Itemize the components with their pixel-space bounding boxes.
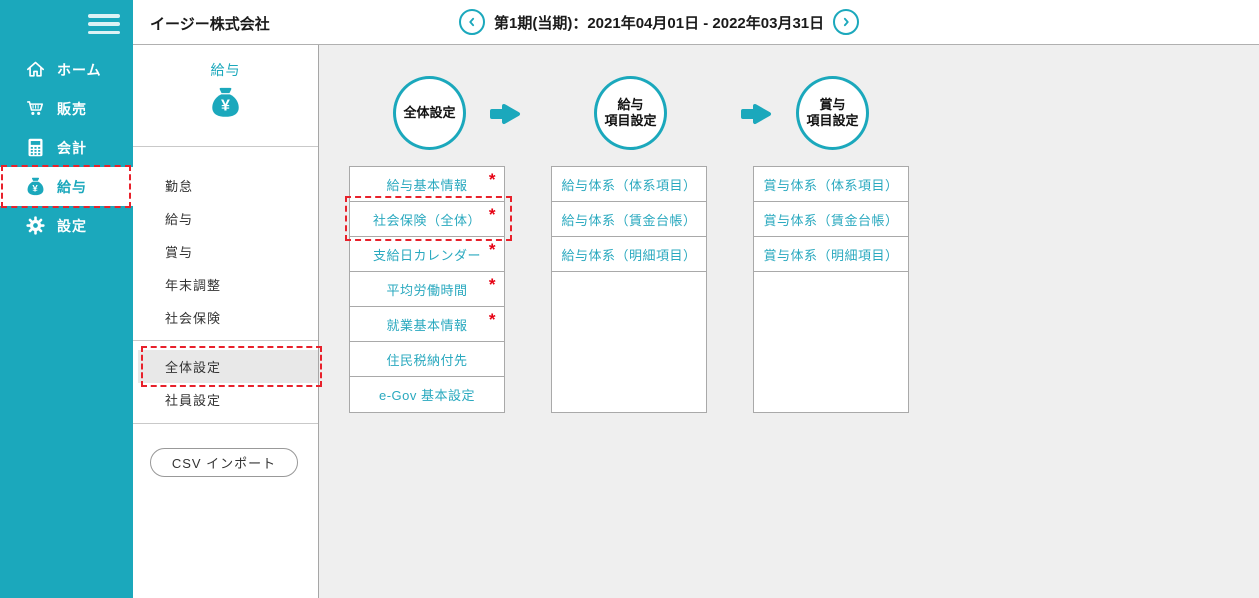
payroll-sidebar-title: 給与 xyxy=(210,62,241,78)
sidebar-item-accounting[interactable]: 会計 xyxy=(0,128,133,167)
sidebar-item-year-end-adjustment[interactable]: 年末調整 xyxy=(165,278,222,293)
step-label: 項目設定 xyxy=(604,113,657,128)
cell-label: 給与基本情報 xyxy=(386,177,468,193)
sidebar-item-bonus[interactable]: 賞与 xyxy=(165,245,194,260)
required-mark: * xyxy=(488,205,496,224)
required-mark: * xyxy=(488,310,496,329)
step-label: 賞与 xyxy=(819,97,846,112)
gear-icon xyxy=(25,215,46,236)
link-salary-system-items[interactable]: 給与体系（体系項目） xyxy=(552,167,706,202)
top-header: イージー株式会社 第1期(当期)：2021年04月01日 - 2022年03月3… xyxy=(133,0,1259,45)
link-bonus-wage-ledger[interactable]: 賞与体系（賃金台帳） xyxy=(754,202,908,237)
chevron-right-icon xyxy=(844,17,849,27)
cart-icon xyxy=(25,98,46,119)
next-period-button[interactable] xyxy=(833,9,860,35)
link-bonus-system-items[interactable]: 賞与体系（体系項目） xyxy=(754,167,908,202)
cell-label: 平均労働時間 xyxy=(386,282,468,298)
step-label: 項目設定 xyxy=(806,113,859,128)
sidebar-item-label: 社員設定 xyxy=(165,393,222,408)
company-name: イージー株式会社 xyxy=(150,16,270,33)
cell-label: 就業基本情報 xyxy=(386,317,468,333)
cell-label: 賞与体系（体系項目） xyxy=(763,177,899,193)
cell-label: 給与体系（賃金台帳） xyxy=(561,212,697,228)
sidebar-item-label: 全体設定 xyxy=(165,360,222,375)
cell-label: 給与体系（明細項目） xyxy=(561,247,697,263)
money-bag-icon: ¥ xyxy=(208,85,243,120)
cell-label: 支給日カレンダー xyxy=(372,247,481,263)
sidebar-item-social-insurance[interactable]: 社会保険 xyxy=(165,311,222,326)
previous-period-button[interactable] xyxy=(459,9,485,35)
sidebar-item-sales[interactable]: 販売 xyxy=(0,89,133,128)
sidebar-item-label: 会計 xyxy=(57,139,87,156)
main-content: 全体設定 給与 項目設定 賞与 項目設定 給与基本情報 * xyxy=(318,45,1259,598)
cell-label: 住民税納付先 xyxy=(386,352,468,368)
svg-text:¥: ¥ xyxy=(221,97,230,115)
link-salary-basic-info[interactable]: 給与基本情報 * xyxy=(350,167,504,202)
step-label: 給与 xyxy=(617,97,644,112)
link-salary-wage-ledger[interactable]: 給与体系（賃金台帳） xyxy=(552,202,706,237)
step-overall-settings[interactable]: 全体設定 xyxy=(393,76,466,150)
cell-label: 給与体系（体系項目） xyxy=(561,177,697,193)
link-employment-basic-info[interactable]: 就業基本情報 * xyxy=(350,307,504,342)
svg-text:¥: ¥ xyxy=(32,183,38,194)
period-selector: 第1期(当期)：2021年04月01日 - 2022年03月31日 xyxy=(459,9,860,35)
empty-area xyxy=(754,272,908,412)
empty-area xyxy=(552,272,706,412)
step-salary-item-settings[interactable]: 給与 項目設定 xyxy=(594,76,667,150)
main-nav: ホーム 販売 xyxy=(0,50,133,245)
step-label: 全体設定 xyxy=(403,105,456,120)
flow-arrow-icon xyxy=(739,101,773,127)
required-mark: * xyxy=(488,275,496,294)
flow-arrow-icon xyxy=(488,101,522,127)
calculator-icon xyxy=(25,137,46,158)
required-mark: * xyxy=(488,240,496,259)
bonus-settings-column: 賞与体系（体系項目） 賞与体系（賃金台帳） 賞与体系（明細項目） xyxy=(753,166,909,413)
sidebar-item-attendance[interactable]: 勤怠 xyxy=(165,179,194,194)
main-sidebar: ホーム 販売 xyxy=(0,0,133,598)
sidebar-item-label: 設定 xyxy=(57,217,87,234)
chevron-left-icon xyxy=(469,17,475,27)
sidebar-item-label: ホーム xyxy=(57,61,102,78)
link-social-insurance-overall[interactable]: 社会保険（全体） * xyxy=(350,202,504,237)
cell-label: e-Gov 基本設定 xyxy=(378,388,475,403)
link-resident-tax-payment[interactable]: 住民税納付先 xyxy=(350,342,504,377)
required-mark: * xyxy=(488,170,496,189)
sidebar-item-settings[interactable]: 設定 xyxy=(0,206,133,245)
overall-settings-column: 給与基本情報 * 社会保険（全体） * 支給日カレンダー * 平均労働時間 * … xyxy=(349,166,505,413)
link-egov-basic-settings[interactable]: e-Gov 基本設定 xyxy=(350,377,504,412)
salary-settings-column: 給与体系（体系項目） 給与体系（賃金台帳） 給与体系（明細項目） xyxy=(551,166,707,413)
settings-menu: 全体設定 社員設定 xyxy=(133,346,322,416)
cell-label: 社会保険（全体） xyxy=(372,212,481,228)
home-icon xyxy=(25,59,46,80)
divider xyxy=(133,146,318,147)
payroll-menu: 勤怠 給与 賞与 年末調整 社会保険 xyxy=(133,169,318,334)
divider xyxy=(133,423,318,424)
step-bonus-item-settings[interactable]: 賞与 項目設定 xyxy=(796,76,869,150)
link-average-working-hours[interactable]: 平均労働時間 * xyxy=(350,272,504,307)
sidebar-item-home[interactable]: ホーム xyxy=(0,50,133,89)
csv-import-button[interactable]: CSV インポート xyxy=(150,448,298,477)
divider xyxy=(133,340,318,341)
period-label: 第1期(当期)：2021年04月01日 - 2022年03月31日 xyxy=(494,14,825,32)
sidebar-item-overall-settings[interactable]: 全体設定 xyxy=(138,346,322,387)
sidebar-item-salary[interactable]: 給与 xyxy=(165,212,194,227)
sidebar-item-label: 販売 xyxy=(57,100,87,117)
link-payday-calendar[interactable]: 支給日カレンダー * xyxy=(350,237,504,272)
cell-label: 賞与体系（明細項目） xyxy=(763,247,899,263)
menu-icon[interactable] xyxy=(88,14,120,34)
link-bonus-detail-items[interactable]: 賞与体系（明細項目） xyxy=(754,237,908,272)
payroll-sidebar: 給与 ¥ 勤怠 給与 賞与 年末調整 社会保険 全体設定 社員設定 xyxy=(133,45,322,598)
money-bag-icon: ¥ xyxy=(25,176,46,197)
sidebar-item-payroll[interactable]: ¥ 給与 xyxy=(0,165,133,208)
cell-label: 賞与体系（賃金台帳） xyxy=(763,212,899,228)
link-salary-detail-items[interactable]: 給与体系（明細項目） xyxy=(552,237,706,272)
sidebar-item-employee-settings[interactable]: 社員設定 xyxy=(133,383,318,416)
sidebar-item-label: 給与 xyxy=(57,178,87,195)
